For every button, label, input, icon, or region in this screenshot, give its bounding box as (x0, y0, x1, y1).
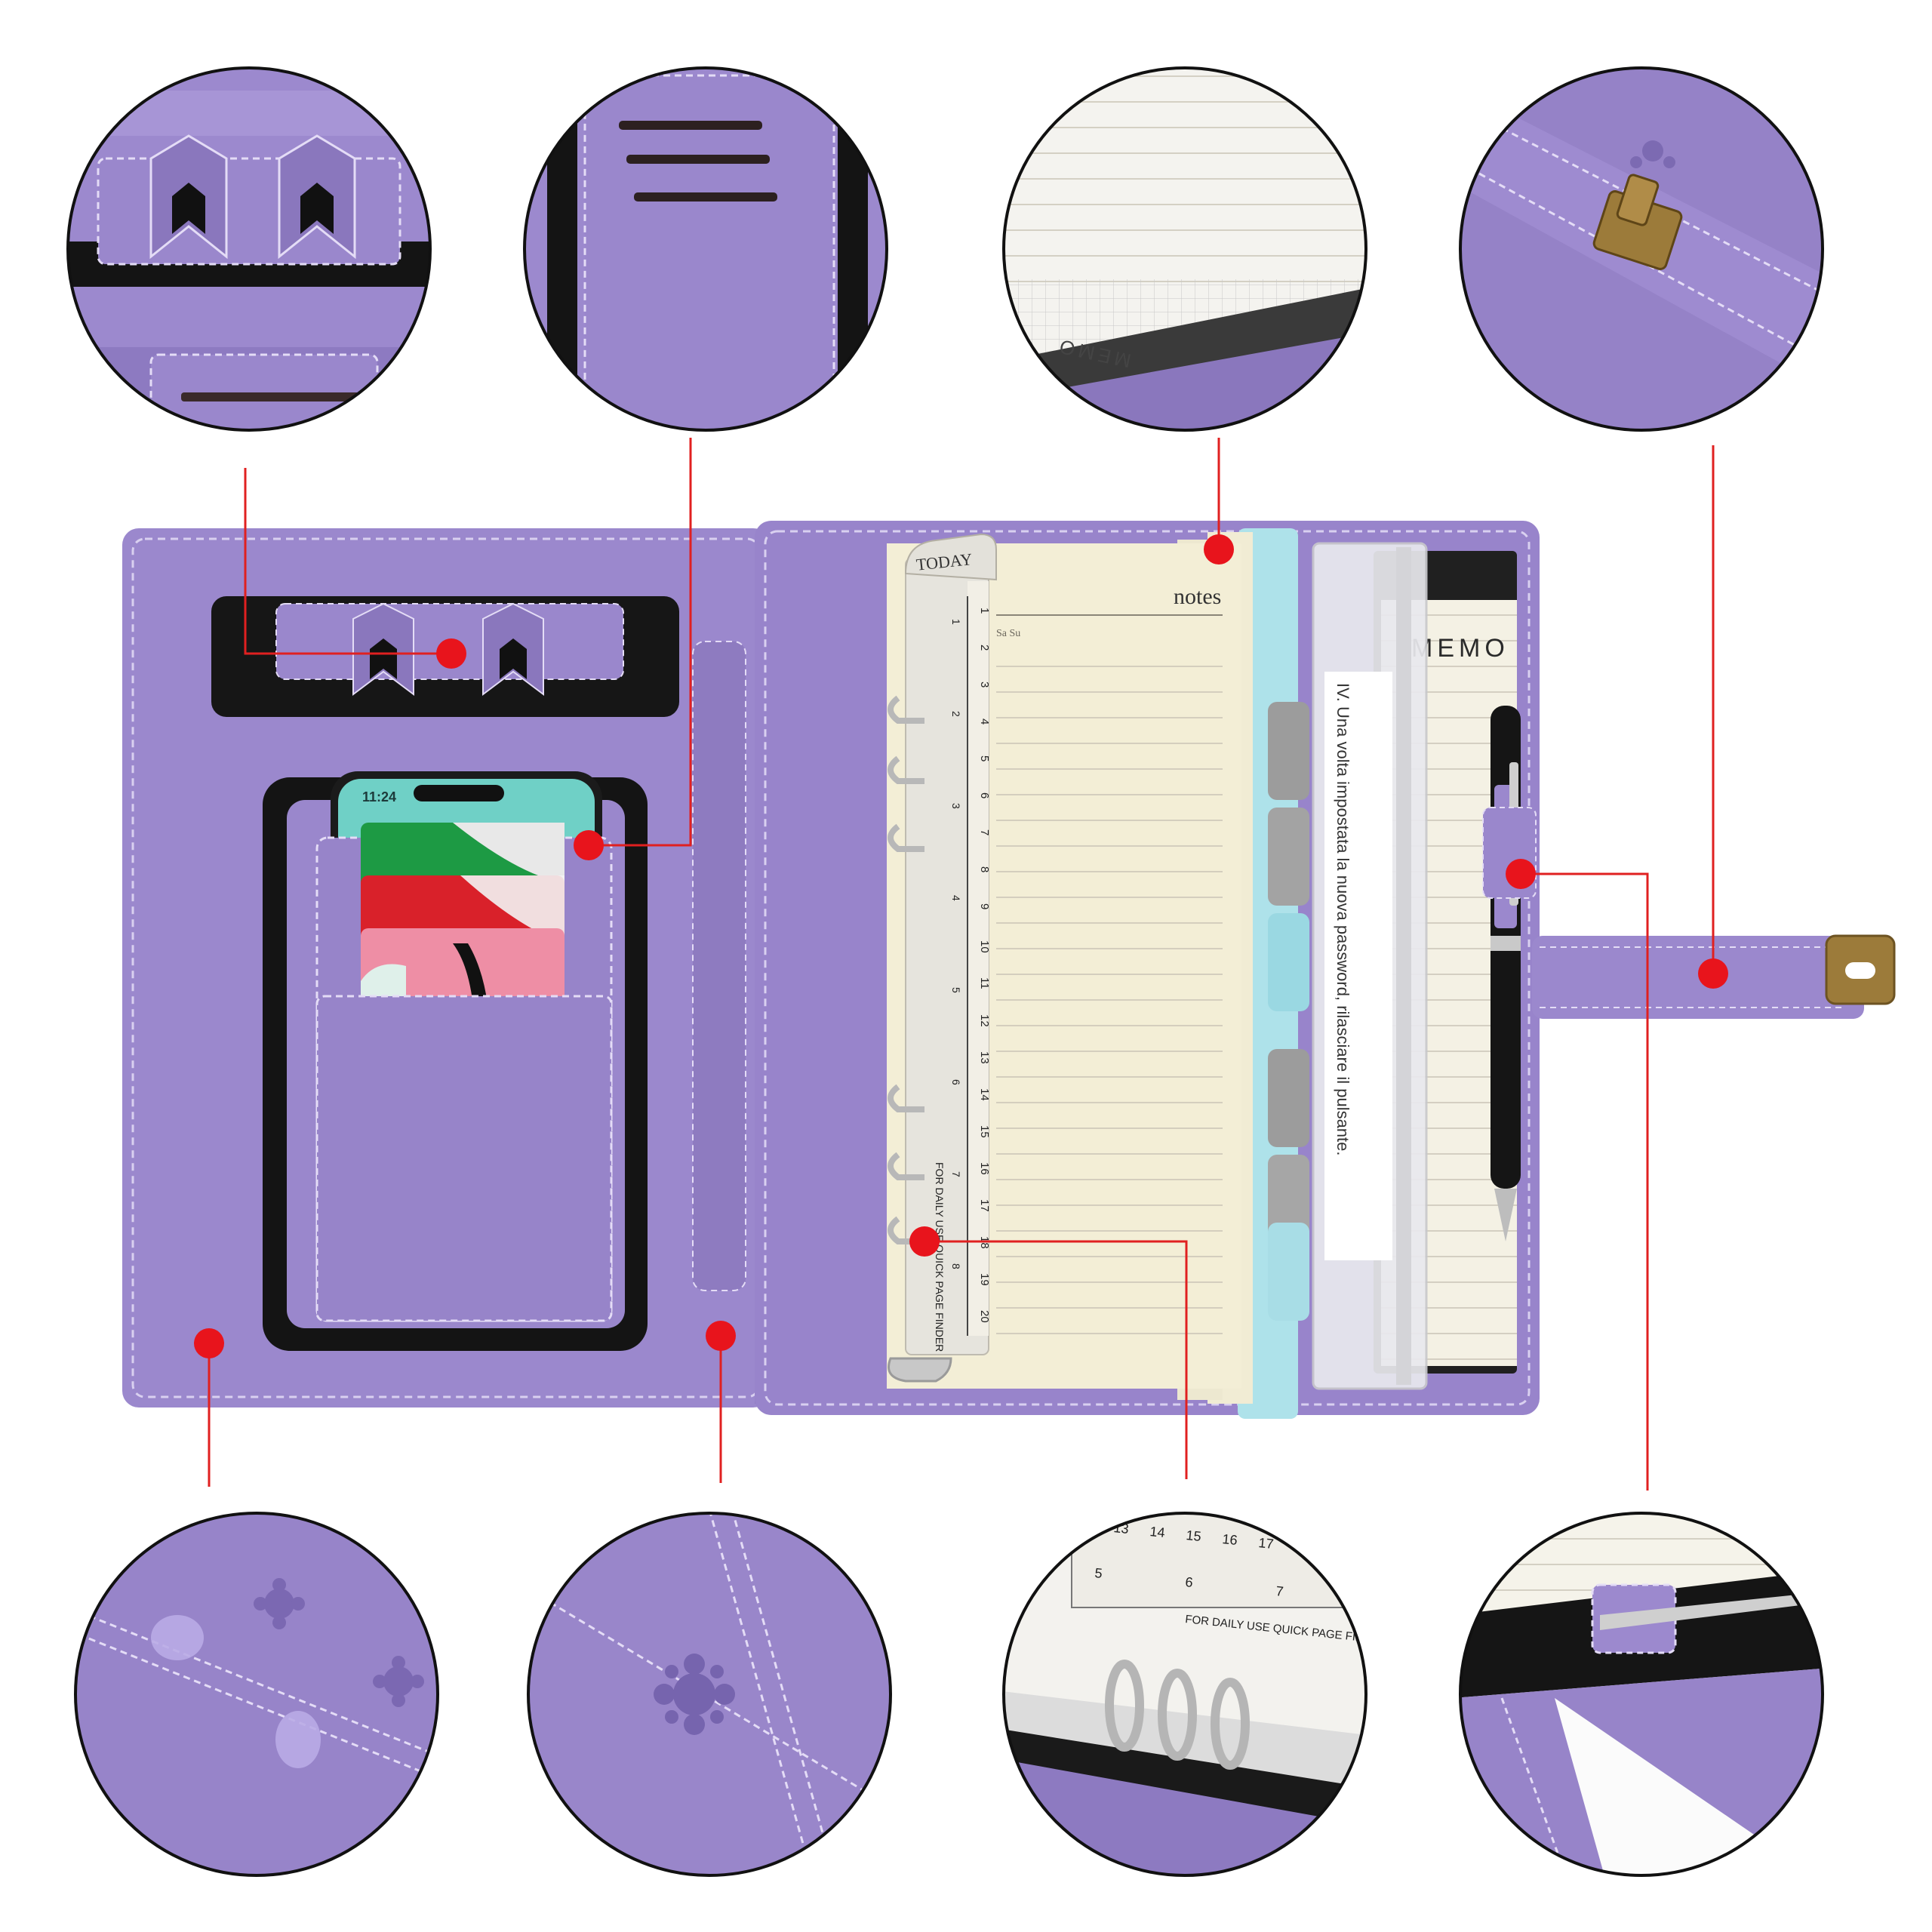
zoom-circle-memo-page: MEMO (1002, 66, 1367, 432)
today-tab (904, 533, 997, 581)
ruler-cm-label: 13 (978, 1051, 991, 1064)
ruler-cm-label: 3 (978, 681, 991, 688)
ruler-inch-label: 2 (950, 711, 962, 717)
ruler-cm-label: 4 (978, 718, 991, 724)
ruler-cm-label: 14 (978, 1088, 991, 1101)
ruler-inch-label: 5 (950, 987, 962, 993)
zoom-ruler-cm-label: 17 (1258, 1535, 1275, 1552)
zoom-ruler-in-labels: 5 6 7 (1094, 1565, 1284, 1599)
ruler-inch-label: 7 (950, 1171, 962, 1177)
zoom-ruler-inch-label: 6 (1185, 1574, 1194, 1590)
document-pocket (692, 641, 746, 1291)
ruler-cm-label: 20 (978, 1310, 991, 1323)
ruler-cm-label: 9 (978, 903, 991, 909)
ruler-cm-label: 2 (978, 645, 991, 651)
zoom-ruler-inch-label: 7 (1275, 1583, 1284, 1599)
ruler-cm-label: 17 (978, 1199, 991, 1212)
zoom-ruler-cm-label: 14 (1149, 1524, 1166, 1540)
zoom-circle-pen-holder (1459, 1512, 1824, 1877)
zoom-ruler-cm-label: 15 (1186, 1527, 1202, 1544)
planner-main: 11:24 MEMO IV. Una volta impostata la nu… (122, 521, 1896, 1419)
zoom-circle-waterproof (74, 1512, 439, 1877)
ruler-cm-label: 15 (978, 1125, 991, 1138)
ruler-cm-label: 16 (978, 1162, 991, 1175)
ruler-caption: FOR DAILY USE QUICK PAGE FINDER (934, 1162, 946, 1352)
zoom-ruler-inch-label: 5 (1094, 1565, 1103, 1581)
binder-rings (888, 695, 924, 1244)
callout-markers (194, 534, 1728, 1358)
zoom-ruler-cm-label: 16 (1222, 1531, 1238, 1548)
ruler-cm-label: 7 (978, 829, 991, 835)
ruler-cm-label: 11 (978, 977, 991, 989)
ruler-cm-label: 8 (978, 866, 991, 872)
insert-text: IV. Una volta impostata la nuova passwor… (1334, 683, 1352, 1156)
ruler-cm-label: 12 (978, 1014, 991, 1027)
ruler-cm-label: 5 (978, 755, 991, 761)
ruler-inch-label: 6 (950, 1079, 962, 1085)
ruler-cm-label: 10 (978, 940, 991, 953)
pen (1491, 706, 1521, 1241)
ruler-cm-label: 6 (978, 792, 991, 798)
phone-time: 11:24 (362, 789, 396, 804)
insert-sheet (1324, 672, 1392, 1260)
ruler-inch-label: 1 (950, 619, 962, 625)
zoom-circle-pen-loops (66, 66, 432, 432)
zoom-circle-emboss (527, 1512, 892, 1877)
zoom-circle-card-slots (523, 66, 888, 432)
ruler-in-labels: 1 2 3 4 5 6 7 8 (950, 619, 962, 1269)
closure-strap (1532, 936, 1864, 1019)
callout-lines (208, 438, 1715, 1491)
ruler-cm-label: 1 (978, 608, 991, 614)
ruler-inch-label: 4 (950, 895, 962, 901)
ruler-cm-label: 19 (978, 1273, 991, 1286)
zoom-circle-clasp (1459, 66, 1824, 432)
day-labels: Sa Su (996, 628, 1020, 639)
ruler-inch-label: 3 (950, 803, 962, 809)
notes-heading: notes (1174, 584, 1221, 609)
ruler-inch-label: 8 (950, 1263, 962, 1269)
